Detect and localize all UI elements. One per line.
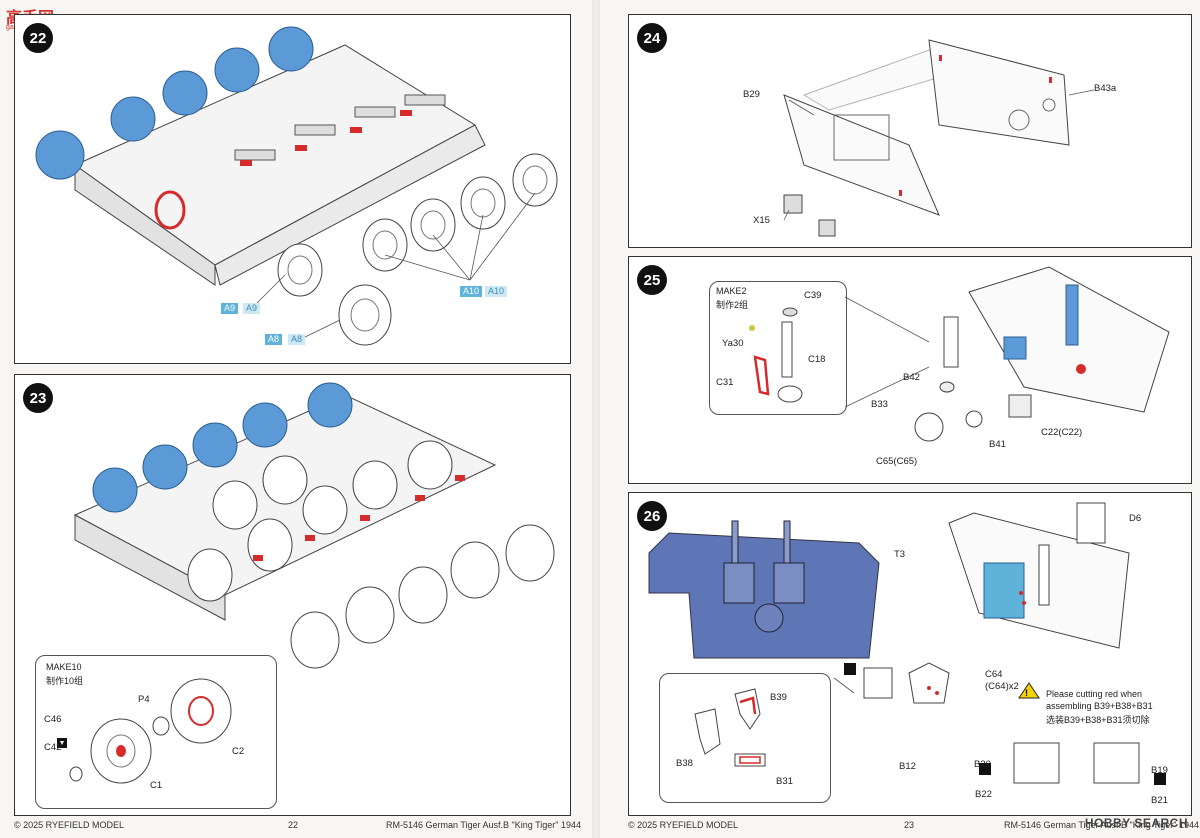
left-page: 高手网 gaoshou.com 22 xyxy=(0,0,592,838)
part-label-c18: C18 xyxy=(808,354,826,365)
make10-inset: MAKE10 制作10组 P4 C46 C42 C2 C1 xyxy=(35,655,277,809)
part-label-b43a: B43a xyxy=(1094,83,1117,94)
right-footer-copyright: © 2025 RYEFIELD MODEL xyxy=(628,820,739,830)
detail-drawing xyxy=(694,688,766,767)
part-label-t3: T3 xyxy=(894,549,906,560)
part-label-b20: B20 xyxy=(974,759,991,770)
step-26-drawing: ! xyxy=(648,502,1166,785)
right-footer-page-number: 23 xyxy=(904,820,915,830)
part-label-c1: C1 xyxy=(150,780,163,791)
part-label-b12: B12 xyxy=(899,761,916,772)
part-label-ya30: Ya30 xyxy=(722,338,744,349)
make-label: MAKE10 xyxy=(46,662,82,672)
step-23-panel: 23 xyxy=(14,374,571,816)
left-footer-product: RM-5146 German Tiger Ausf.B "King Tiger"… xyxy=(386,820,581,830)
cutting-note-cn: 选装B39+B38+B31须切除 xyxy=(1046,715,1150,725)
step-number: 25 xyxy=(637,265,667,295)
step-number: 26 xyxy=(637,501,667,531)
step-22-panel: 22 xyxy=(14,14,571,364)
left-footer-copyright: © 2025 RYEFIELD MODEL xyxy=(14,820,125,830)
part-label-c31: C31 xyxy=(716,377,734,388)
make2-drawing xyxy=(749,307,803,403)
step-22-drawing xyxy=(35,26,558,346)
make2-inset: MAKE2 制作2组 C39 Ya30 C18 C31 xyxy=(709,281,847,415)
part-label-c39: C39 xyxy=(804,290,822,301)
part-label-c64: C64 xyxy=(985,669,1003,680)
part-label-b33: B33 xyxy=(871,399,888,410)
part-label-b38: B38 xyxy=(676,758,693,769)
part-label-a10-alt: A10 xyxy=(485,286,508,297)
right-page: 24 B29 B43a X15 25 xyxy=(600,0,1200,838)
step-24-panel: 24 B29 B43a X15 xyxy=(628,14,1192,248)
part-label-b22: B22 xyxy=(975,789,992,800)
part-label-a10: A10 xyxy=(460,286,483,297)
part-label-b19: B19 xyxy=(1151,765,1168,776)
make-label-cn: 制作10组 xyxy=(46,676,84,686)
part-label-c65: C65(C65) xyxy=(876,456,918,467)
part-label-b42: B42 xyxy=(903,372,920,383)
part-label-c42: C42 xyxy=(44,742,62,753)
part-label-c22: C22(C22) xyxy=(1041,427,1083,438)
step-25-drawing xyxy=(844,266,1170,442)
make-label-cn: 制作2组 xyxy=(716,300,749,310)
part-label-a9: A9 xyxy=(221,303,239,314)
part-label-d6: D6 xyxy=(1129,513,1142,524)
part-label-b39: B39 xyxy=(770,692,787,703)
cutting-note-en-1: Please cutting red when xyxy=(1046,689,1143,699)
page-gutter xyxy=(592,0,600,838)
part-label-c2: C2 xyxy=(232,746,245,757)
right-footer-product: RM-5146 German Tiger Ausf.B "King Tiger"… xyxy=(1004,820,1199,830)
left-footer-page-number: 22 xyxy=(288,820,299,830)
step-26-panel: 26 ! xyxy=(628,492,1192,816)
part-label-a9-alt: A9 xyxy=(243,303,261,314)
step-number: 22 xyxy=(23,23,53,53)
step-25-panel: 25 MAKE2 制作2组 C39 Ya30 C18 C31 xyxy=(628,256,1192,484)
part-label-p4: P4 xyxy=(138,694,150,705)
svg-text:!: ! xyxy=(1025,688,1028,698)
part-label-a8-alt: A8 xyxy=(288,334,306,345)
cutting-note-en-2: assembling B39+B38+B31 xyxy=(1046,701,1153,711)
step-number: 24 xyxy=(637,23,667,53)
hobby-search-watermark: HOBBY SEARCH xyxy=(1084,816,1188,830)
part-label-a8: A8 xyxy=(265,334,283,345)
part-label-x15: X15 xyxy=(753,215,770,226)
step-24-drawing xyxy=(783,39,1095,237)
part-label-b41: B41 xyxy=(989,439,1006,450)
step-number: 23 xyxy=(23,383,53,413)
part-label-b21: B21 xyxy=(1151,795,1168,806)
part-label-b31: B31 xyxy=(776,776,793,787)
part-label-b29: B29 xyxy=(743,89,760,100)
make-label: MAKE2 xyxy=(716,286,747,296)
make10-drawing xyxy=(57,678,232,784)
detail-inset: B39 B38 B31 xyxy=(659,673,831,803)
part-label-c46: C46 xyxy=(44,714,62,725)
step-23-drawing xyxy=(73,382,555,706)
part-label-c64x2: (C64)x2 xyxy=(985,681,1019,692)
